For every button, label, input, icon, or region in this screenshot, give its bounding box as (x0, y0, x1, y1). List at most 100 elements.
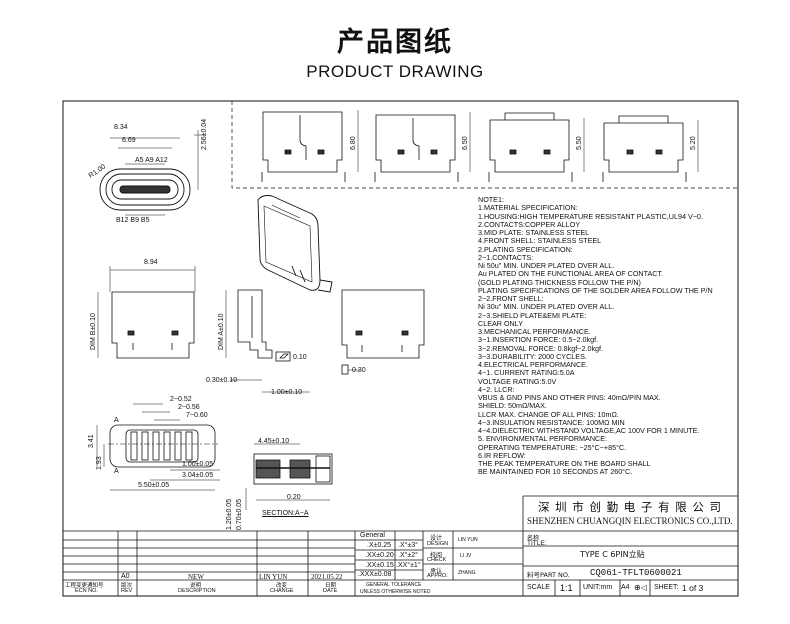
dim-width-894: 8.94 (144, 259, 158, 266)
title-block-grid (63, 495, 738, 596)
company-name-en: SHENZHEN CHUANGQIN ELECTRONICS CO.,LTD. (527, 516, 733, 526)
note-line: 4.ELECTRICAL PERFORMANCE. (478, 360, 588, 369)
title-label: TITLE: (527, 540, 547, 547)
note-line: 4.FRONT SHELL: STAINLESS STEEL (478, 236, 602, 246)
dim-445: 4.45±0.10 (258, 438, 290, 445)
note-line: 2−3.SHIELD PLATE&EMI PLATE: (478, 310, 587, 320)
pin-labels-top: A5 A9 A12 (135, 157, 168, 164)
tolerance-3b: .XX°±1° (396, 562, 421, 569)
note-line: 4−4.DIELECTRIC WITHSTAND VOLTAGE,AC 100V… (478, 426, 700, 435)
middle-views (97, 266, 425, 393)
rev-label-cn: 版次 (121, 583, 133, 589)
dim-h4: 5.20 (690, 136, 697, 150)
tolerance-general: General (360, 532, 385, 539)
note-line: NOTE1: (478, 195, 504, 204)
tolerance-1a: .X±0.25 (367, 542, 392, 549)
title-value: TYPE C 6PIN立贴 (580, 550, 645, 559)
approver-name: ZHANG (458, 570, 476, 576)
note-line: 2.CONTACTS:COPPER ALLOY (478, 219, 581, 229)
scale-value: 1:1 (560, 583, 573, 593)
rev-value: A0 (121, 573, 130, 580)
note-line: PLATING SPECIFICATIONS OF THE SOLDER ARE… (478, 285, 713, 295)
date-label-cn: 日期 (325, 583, 337, 589)
checker-name: LI JV (460, 553, 472, 559)
pin-labels-bottom: B12 B9 B5 (116, 217, 150, 224)
note-line: Ni 50u" MIN. UNDER PLATED OVER ALL. (478, 261, 615, 270)
design-label: DESIGN (427, 541, 449, 547)
dim-width-inner: 6.69 (122, 137, 136, 144)
dim-100: 1.00±0.10 (271, 389, 303, 396)
note-line: 3.MECHANICAL PERFORMANCE. (478, 327, 591, 336)
sheet-label: SHEET: (654, 584, 679, 591)
tolerance-1b: .X°±3° (398, 542, 418, 549)
dim-h3: 5.50 (576, 136, 583, 150)
note-line: 3.MID PLATE: STAINLESS STEEL (478, 228, 590, 237)
dim-341: 3.41 (88, 434, 95, 448)
note-line: OPERATING TEMPERATURE: −25°C~+85°C. (478, 442, 627, 452)
dim-193: 1.93 (96, 456, 103, 470)
sheet-value: 1 of 3 (682, 583, 704, 593)
dim-030b: 0.30 (352, 367, 366, 374)
date-value: 2021.05.22 (311, 573, 343, 581)
dim-120: 1.20±0.05 (226, 498, 233, 530)
note-line: Ni 30u" MIN. UNDER PLATED OVER ALL. (478, 302, 615, 312)
ecn-label-cn: 工程变更通知号 (65, 583, 104, 589)
dim-550: 5.50±0.05 (138, 482, 170, 489)
desc-label-cn: 说明 (190, 583, 202, 589)
scale-label: SCALE (527, 584, 550, 591)
change-label-cn: 改变 (276, 583, 288, 589)
rev-label: REV (121, 588, 133, 594)
note-line: BE MAINTAINED FOR 10 SECONDS AT 260°C. (478, 467, 633, 477)
note-line: THE PEAK TEMPERATURE ON THE BOARD SHALL (478, 459, 651, 468)
dim-b: DIM B±0.10 (90, 313, 97, 350)
tolerance-note: UNLESS OTHERWISE NOTED (360, 589, 431, 595)
side-views (261, 110, 699, 182)
note-line: CLEAR ONLY (478, 318, 524, 328)
dim-760: 7−0.60 (186, 412, 208, 419)
note-line: 3−1.INSERTION FORCE: 0.5~2.0kgf. (478, 335, 599, 345)
dim-030: 0.30±0.10 (206, 377, 238, 384)
change-label: CHANGE (270, 588, 294, 594)
title-label-cn: 名称 (527, 535, 540, 542)
note-line: VBUS & GND PINS AND OTHER PINS: 40mΩ/PIN… (478, 393, 661, 402)
section-marker-top: A (114, 417, 119, 424)
dim-070: 0.70±0.05 (236, 498, 243, 530)
dim-252: 2−0.52 (170, 396, 192, 403)
dim-h1: 6.80 (350, 136, 357, 150)
note-line: Au PLATED ON THE FUNCTIONAL AREA OF CONT… (478, 269, 664, 279)
approve-label-cn: 承认 (430, 568, 443, 575)
note-line: LLCR MAX. CHANGE OF ALL PINS: 10mΩ. (478, 409, 619, 419)
page-subtitle: PRODUCT DRAWING (306, 62, 484, 81)
section-marker-bottom: A (114, 468, 119, 475)
desc-label: DESCRIPTION (178, 588, 216, 594)
design-label-cn: 设计 (430, 535, 443, 542)
dim-a: DIM A±0.10 (218, 313, 225, 350)
tolerance-2a: .XX±0.20 (365, 552, 394, 559)
note-line: 3−2.REMOVAL FORCE: 0.8kgf~2.0kgf. (478, 343, 604, 353)
note-line: VOLTAGE RATING:5.0V (478, 376, 557, 386)
check-label: CHECK (427, 557, 447, 563)
approve-label: APPRO. (427, 573, 448, 579)
specification-notes: NOTE1:1.MATERIAL SPECIFICATION: 1.HOUSIN… (478, 195, 778, 477)
note-line: 4−3.INSULATION RESISTANCE: 100MΩ MIN (478, 417, 625, 427)
dim-h2: 6.50 (462, 136, 469, 150)
change-value: LIN YUN (259, 573, 288, 581)
note-line: 3−3.DURABILITY: 2000 CYCLES. (478, 351, 587, 361)
note-line: (GOLD PLATING THICKNESS FOLLOW THE P/N) (478, 277, 641, 287)
note-line: 5. ENVIRONMENTAL PERFORMANCE: (478, 434, 607, 444)
note-line: 1.MATERIAL SPECIFICATION: (478, 203, 578, 213)
page-title: 产品图纸 (337, 27, 453, 58)
dim-height-front: 2.56±0.04 (201, 118, 208, 150)
note-line: 1.HOUSING:HIGH TEMPERATURE RESISTANT PLA… (478, 211, 703, 221)
dim-304: 3.04±0.05 (182, 472, 214, 479)
company-name-cn: 深 圳 市 创 勤 电 子 有 限 公 司 (538, 500, 723, 514)
note-line: 2−2.FRONT SHELL: (478, 294, 544, 303)
note-line: 4−2. LLCR: (478, 384, 515, 394)
part-label: 料号PART NO. (527, 571, 570, 579)
note-line: 2−1.CONTACTS: (478, 252, 534, 262)
pcb-footprint (96, 403, 220, 491)
dim-256: 2−0.56 (178, 404, 200, 411)
description-value: NEW (188, 573, 204, 581)
front-view (99, 130, 206, 216)
dim-020: 0.20 (287, 494, 301, 501)
